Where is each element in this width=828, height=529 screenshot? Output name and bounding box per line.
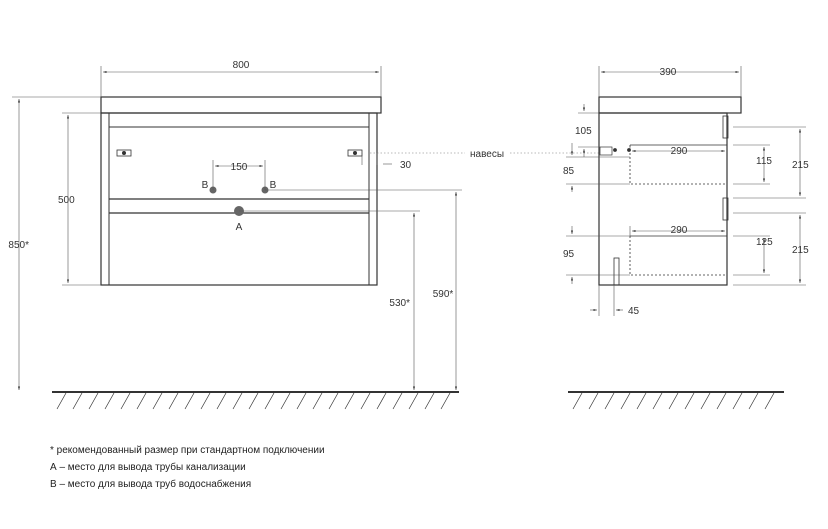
floor-hatch-line	[280, 392, 291, 410]
dim-hinge-offset-30: 30	[400, 160, 412, 171]
hinges-label: навесы	[470, 149, 504, 160]
pipe-a-label: A	[236, 222, 243, 233]
floor-hatch-line	[716, 392, 727, 410]
floor-hatch-line	[136, 392, 147, 410]
floor-hatch-line	[700, 392, 711, 410]
dim-drawer1-front-215: 215	[792, 160, 809, 171]
floor-hatch-line	[312, 392, 323, 410]
dim-pipe-spacing-150: 150	[231, 162, 248, 173]
floor-hatch-line	[168, 392, 179, 410]
floor-hatch-line	[424, 392, 435, 410]
floor-hatch-line	[200, 392, 211, 410]
dim-drawer1-gap-85: 85	[563, 166, 575, 177]
floor-hatch-line	[440, 392, 451, 410]
dim-drawer2-top-95: 95	[563, 249, 575, 260]
floor-hatch-line	[152, 392, 163, 410]
dim-height-590: 590*	[433, 289, 454, 300]
dim-width-800: 800	[233, 60, 250, 71]
floor-hatch-line	[572, 392, 583, 410]
floor-hatch-line	[764, 392, 775, 410]
floor-hatch-line	[392, 392, 403, 410]
pipe-b-right-label: B	[270, 180, 277, 191]
front-view	[100, 96, 382, 286]
dim-body-500: 500	[58, 195, 75, 206]
hinge-right	[347, 149, 363, 157]
hinge-left	[116, 149, 132, 157]
floor-hatch-line	[668, 392, 679, 410]
floor-hatch-line	[748, 392, 759, 410]
dim-height-530: 530*	[389, 298, 410, 309]
floor-hatch-line	[232, 392, 243, 410]
dim-drawer1-depth-290: 290	[671, 146, 688, 157]
dim-height-850: 850*	[8, 240, 29, 251]
floor-hatch-line	[652, 392, 663, 410]
floor-hatch-line	[732, 392, 743, 410]
floor-hatch-line	[620, 392, 631, 410]
floor-hatch-line	[104, 392, 115, 410]
floor-hatch-line	[120, 392, 131, 410]
note-recommended-size: * рекомендованный размер при стандартном…	[50, 445, 325, 456]
front-cabinet-body	[100, 112, 378, 286]
dim-drawer2-inner-125: 125	[756, 237, 773, 248]
front-floor	[52, 391, 459, 410]
floor-hatch-line	[248, 392, 259, 410]
side-view	[598, 96, 742, 286]
side-drawer-upper	[629, 145, 727, 185]
dim-depth-390: 390	[660, 67, 677, 78]
floor-hatch-line	[376, 392, 387, 410]
side-cabinet-body	[598, 112, 728, 286]
floor-hatch-line	[360, 392, 371, 410]
floor-hatch-line	[636, 392, 647, 410]
dim-drawer1-inner-115: 115	[756, 156, 772, 167]
floor-hatch-line	[88, 392, 99, 410]
side-countertop	[598, 96, 742, 114]
floor-hatch-line	[72, 392, 83, 410]
note-a-sewer: А – место для вывода трубы канализации	[50, 462, 246, 473]
side-floor	[568, 391, 784, 410]
dim-drawer2-front-215: 215	[792, 245, 809, 256]
floor-hatch-line	[216, 392, 227, 410]
floor-hatch-line	[184, 392, 195, 410]
floor-hatch-line	[264, 392, 275, 410]
floor-hatch-line	[684, 392, 695, 410]
side-drawer-lower	[629, 236, 727, 276]
floor-hatch-line	[344, 392, 355, 410]
dim-toe-45: 45	[628, 306, 640, 317]
floor-hatch-line	[604, 392, 615, 410]
pipe-b-left-label: B	[202, 180, 209, 191]
floor-hatch-line	[56, 392, 67, 410]
floor-hatch-line	[588, 392, 599, 410]
floor-hatch-line	[408, 392, 419, 410]
dim-drawer2-depth-290: 290	[671, 225, 688, 236]
dim-top-offset-105: 105	[575, 126, 592, 137]
floor-hatch-line	[328, 392, 339, 410]
front-countertop	[100, 96, 382, 114]
floor-hatch-line	[296, 392, 307, 410]
note-b-water: В – место для вывода труб водоснабжения	[50, 479, 252, 490]
